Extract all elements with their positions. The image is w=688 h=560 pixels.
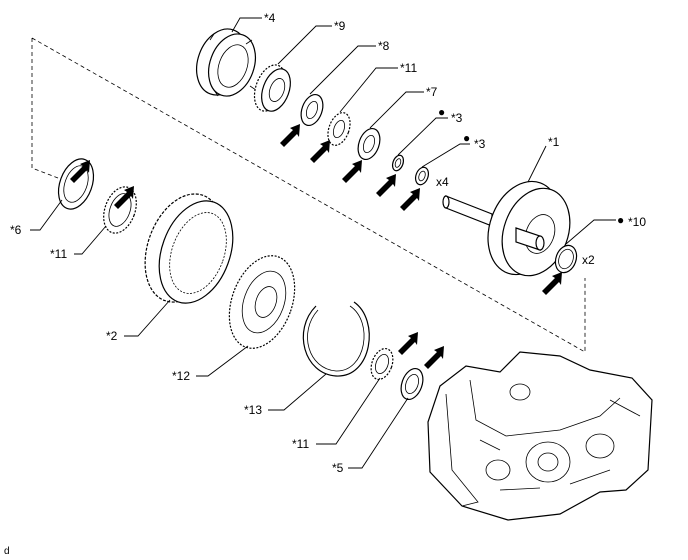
arrow-part-7 <box>342 160 362 183</box>
quantity-x2: x2 <box>582 253 595 267</box>
arrow-part-11-top <box>310 140 330 163</box>
label-part-3-a: *3 <box>451 111 463 125</box>
label-part-11-bottom: *11 <box>292 437 309 451</box>
label-part-1: *1 <box>548 135 560 149</box>
part-3-ring-b <box>414 166 430 186</box>
arrow-part-10 <box>542 272 562 295</box>
part-9-gear <box>253 64 291 112</box>
part-7-washer <box>357 127 381 161</box>
label-part-7: *7 <box>426 85 438 99</box>
arrow-part-3-a <box>376 174 396 197</box>
part-13-snap-ring <box>302 301 370 377</box>
arrow-part-8 <box>280 124 300 147</box>
label-part-9: *9 <box>334 19 346 33</box>
part-10-ring <box>554 244 578 274</box>
part-12-disc <box>228 255 296 349</box>
part-8-washer <box>300 93 324 127</box>
label-part-2: *2 <box>106 329 118 343</box>
part-5-washer <box>400 367 424 401</box>
quantity-x4: x4 <box>436 175 449 189</box>
label-part-11-left: *11 <box>50 247 67 261</box>
part-4-housing <box>196 28 257 97</box>
bullet-part-3a: ● <box>438 105 445 119</box>
transaxle-case <box>427 351 653 521</box>
bullet-part-10: ● <box>617 213 624 227</box>
label-part-3-b: *3 <box>474 137 486 151</box>
label-part-4: *4 <box>264 11 276 25</box>
arrow-part-3-b <box>400 188 420 211</box>
part-11-bearing-left <box>103 186 137 234</box>
arrow-part-11-bottom <box>398 332 418 355</box>
part-6-plate <box>57 158 95 210</box>
label-part-10: *10 <box>628 215 646 229</box>
label-part-11-top: *11 <box>400 61 417 75</box>
part-11-bearing-top <box>327 112 351 146</box>
arrow-part-5 <box>424 346 444 369</box>
label-part-5: *5 <box>332 461 344 475</box>
reference-dashed-outline <box>31 37 586 353</box>
bullet-part-3b: ● <box>463 131 470 145</box>
label-part-8: *8 <box>378 39 390 53</box>
label-part-12: *12 <box>172 369 190 383</box>
part-11-bearing-bottom <box>370 347 394 381</box>
part-2-ring-gear <box>144 193 234 304</box>
label-part-6: *6 <box>10 223 22 237</box>
figure-code: d <box>4 546 10 557</box>
label-part-13: *13 <box>244 403 262 417</box>
part-1-shaft-assembly <box>442 145 571 277</box>
part-3-ring-a <box>391 154 405 172</box>
leader-lines <box>30 17 616 469</box>
